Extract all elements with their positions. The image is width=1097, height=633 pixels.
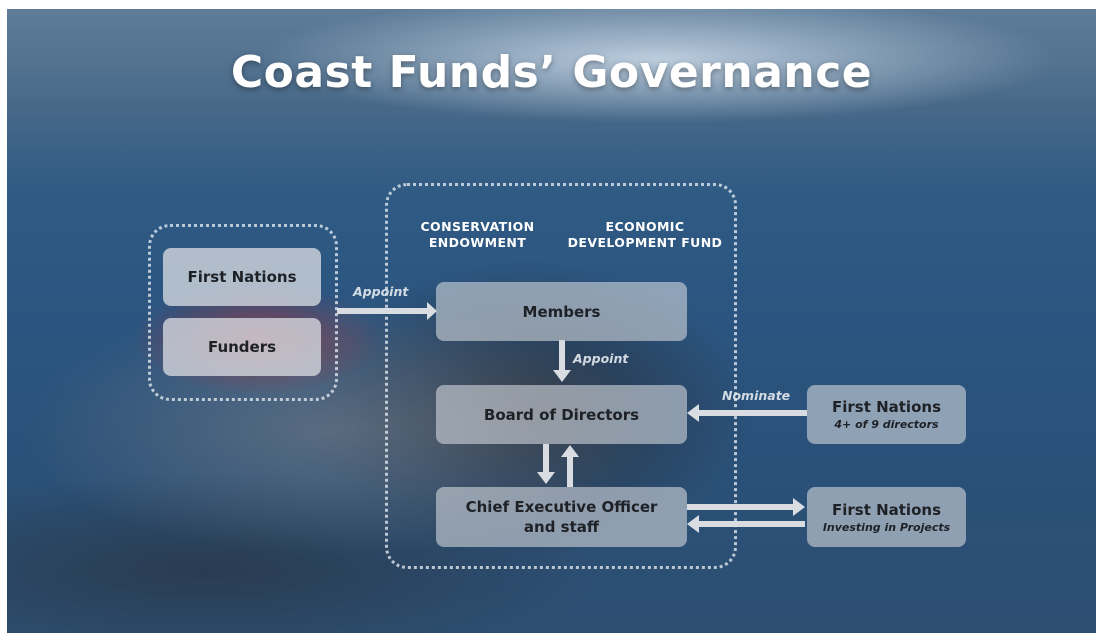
- conservation-header-line1: CONSERVATION: [420, 219, 535, 234]
- appoint-board-arrow-head: [553, 370, 571, 382]
- appoint-members-label: Appoint: [353, 284, 409, 299]
- ceo-and-staff-node: Chief Executive Officer and staff: [436, 487, 687, 547]
- appoint-board-label: Appoint: [573, 351, 629, 366]
- first-nations-projects-label: First Nations: [831, 500, 941, 519]
- ceo-node-label-line2: and staff: [523, 518, 600, 536]
- economic-development-fund-header: ECONOMIC DEVELOPMENT FUND: [555, 219, 735, 251]
- first-nations-directors-sub: 4+ of 9 directors: [834, 418, 939, 431]
- appoint-members-arrow-shaft: [337, 308, 429, 314]
- board-to-ceo-arrow-shaft: [543, 444, 549, 474]
- nominate-arrow-head: [687, 404, 699, 422]
- stakeholders-group-frame: [148, 224, 338, 401]
- first-nations-node: First Nations: [163, 248, 321, 306]
- appoint-members-arrow-head: [427, 302, 437, 320]
- first-nations-directors-label: First Nations: [831, 398, 941, 416]
- first-nations-directors-node: First Nations 4+ of 9 directors: [807, 385, 966, 444]
- nominate-label: Nominate: [722, 388, 791, 403]
- conservation-header-line2: ENDOWMENT: [428, 235, 527, 250]
- members-node-label: Members: [522, 302, 601, 321]
- conservation-endowment-header: CONSERVATION ENDOWMENT: [405, 219, 550, 251]
- ceo-to-projects-arrow-shaft: [687, 504, 795, 510]
- coast-funds-group-frame: [385, 183, 737, 569]
- ceo-to-board-arrow-head: [561, 445, 579, 457]
- board-to-ceo-arrow-head: [537, 472, 555, 484]
- slide-background: Coast Funds’ Governance CONSERVATION END…: [7, 9, 1096, 633]
- projects-to-ceo-arrow-shaft: [697, 521, 805, 527]
- first-nations-projects-node: First Nations Investing in Projects: [807, 487, 966, 547]
- appoint-board-arrow-shaft: [559, 340, 565, 372]
- diagram-arrows: [337, 302, 807, 533]
- economic-header-line2: DEVELOPMENT FUND: [567, 235, 723, 250]
- funders-node-label: Funders: [207, 338, 277, 356]
- first-nations-node-label: First Nations: [187, 268, 297, 286]
- economic-header-line1: ECONOMIC: [605, 219, 685, 234]
- nominate-arrow-shaft: [697, 410, 807, 416]
- ceo-to-projects-arrow-head: [793, 498, 805, 516]
- funders-node: Funders: [163, 318, 321, 376]
- board-node-label: Board of Directors: [483, 405, 640, 424]
- board-of-directors-node: Board of Directors: [436, 385, 687, 444]
- first-nations-projects-sub: Investing in Projects: [822, 520, 951, 534]
- ceo-to-board-arrow-shaft: [567, 455, 573, 487]
- ceo-node-label-line1: Chief Executive Officer: [465, 498, 658, 516]
- slide-title: Coast Funds’ Governance: [230, 47, 873, 98]
- projects-to-ceo-arrow-head: [687, 515, 699, 533]
- members-node: Members: [436, 282, 687, 341]
